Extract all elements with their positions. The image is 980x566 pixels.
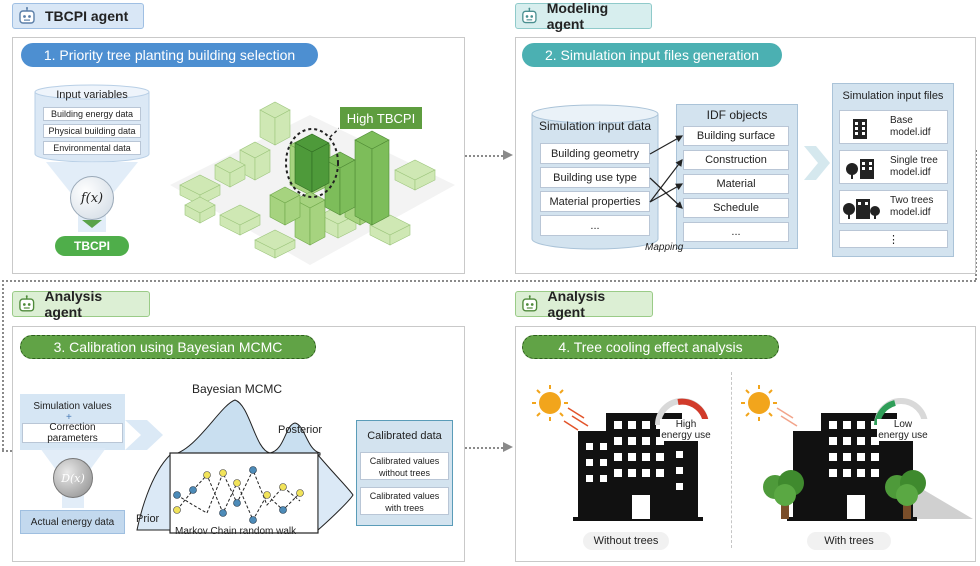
robot-icon [522,7,537,24]
idf-row: ... [683,222,789,242]
file-line2: model.idf [890,207,931,218]
tbcpi-agent-tag: TBCPI agent [12,3,144,29]
step2-title: 2. Simulation input files generation [522,43,782,67]
analysis-agent-label-right: Analysis agent [547,288,606,320]
building-with-tree-icon [846,159,874,179]
connector-1-2 [465,155,507,157]
tree-icon [763,470,804,519]
file-line2: model.idf [890,167,931,178]
calibrated-with-trees: Calibrated values with trees [360,487,449,515]
calib-line1: Calibrated values [369,456,440,466]
modeling-agent-tag: Modeling agent [515,0,652,32]
simulation-values-label: Simulation values [22,396,123,416]
calib-line2: with trees [385,503,424,513]
calib-line2: without trees [378,468,431,478]
prior-label: Prior [136,513,160,525]
posterior-label: Posterior [278,424,323,436]
modeling-agent-label: Modeling agent [546,0,609,32]
file-line1: Single tree [890,155,938,166]
idf-row: Schedule [683,198,789,218]
sim-row: Material properties [540,191,650,212]
energy-line1: Low [893,419,913,430]
sim-row: Building geometry [540,143,650,164]
connector-into-3 [2,450,12,452]
connector-2-3-horizontal [2,280,976,282]
energy-line2: energy use [878,430,928,441]
random-walk-label: Markov Chain random walk [175,526,297,537]
calibrated-without-trees: Calibrated values without trees [360,452,449,480]
robot-icon [522,295,538,312]
input-variables-title: Input variables [56,89,128,101]
idf-row: Construction [683,150,789,170]
tbcpi-function-circle: f(x) [70,176,114,220]
analysis-agent-tag-right: Analysis agent [515,288,653,320]
mapping-label: Mapping [645,242,684,253]
energy-line2: energy use [661,430,711,441]
arrow-shape [125,420,163,450]
building-with-trees-icon [843,199,880,219]
analysis-agent-tag-left: Analysis agent [12,288,150,320]
input-row: Building energy data [43,107,141,121]
building-with-trees-illustration [741,385,973,521]
input-row: Environmental data [43,141,141,155]
tbcpi-output-badge: TBCPI [55,236,129,256]
without-trees-label: Without trees [583,532,669,550]
step1-title: 1. Priority tree planting building selec… [21,43,318,67]
input-row: Physical building data [43,124,141,138]
calib-line1: Calibrated values [369,491,440,501]
idf-row: Building surface [683,126,789,146]
file-line2: model.idf [890,127,931,138]
sim-row: ... [540,215,650,236]
file-line1: Base [890,115,913,126]
arrow-head [503,442,513,452]
simulation-files-title: Simulation input files [842,90,944,102]
building-icon [853,119,867,139]
sim-row: Building use type [540,167,650,188]
mcmc-distribution-plot [136,399,354,534]
energy-line1: High [675,419,697,430]
city-buildings-illustration [170,101,455,265]
building-without-trees-illustration [532,385,709,521]
idf-objects-title: IDF objects [706,108,768,122]
robot-icon [19,7,35,24]
simulation-input-title: Simulation input data [538,119,652,133]
chevron-right-icon [804,146,830,180]
calibration-function-circle: D(x) [53,458,93,498]
bayesian-mcmc-title: Bayesian MCMC [192,382,283,396]
correction-parameters-label: Correction parameters [22,422,123,444]
mapping-arrows [649,135,684,209]
file-more: ⋮ [839,230,948,248]
calibrated-data-title: Calibrated data [367,430,442,442]
tbcpi-agent-label: TBCPI agent [45,8,129,24]
with-trees-label: With trees [807,532,891,550]
plus-sign: + [66,412,72,423]
actual-energy-data-label: Actual energy data [20,510,125,534]
analysis-agent-label-left: Analysis agent [44,288,103,320]
divider [731,372,732,548]
connector-3-4 [465,447,507,449]
connector-2-3-vertical-left [2,280,4,450]
robot-icon [19,295,35,312]
file-line1: Two trees [890,195,934,206]
step4-title: 4. Tree cooling effect analysis [522,335,779,359]
high-tbcpi-callout: High TBCPI [339,106,423,130]
idf-row: Material [683,174,789,194]
tree-icon [885,470,926,519]
step3-title: 3. Calibration using Bayesian MCMC [20,335,316,359]
sun-icon [741,385,777,421]
arrow-head [503,150,513,160]
sun-icon [532,385,568,421]
connector-2-3-vertical [975,150,977,280]
